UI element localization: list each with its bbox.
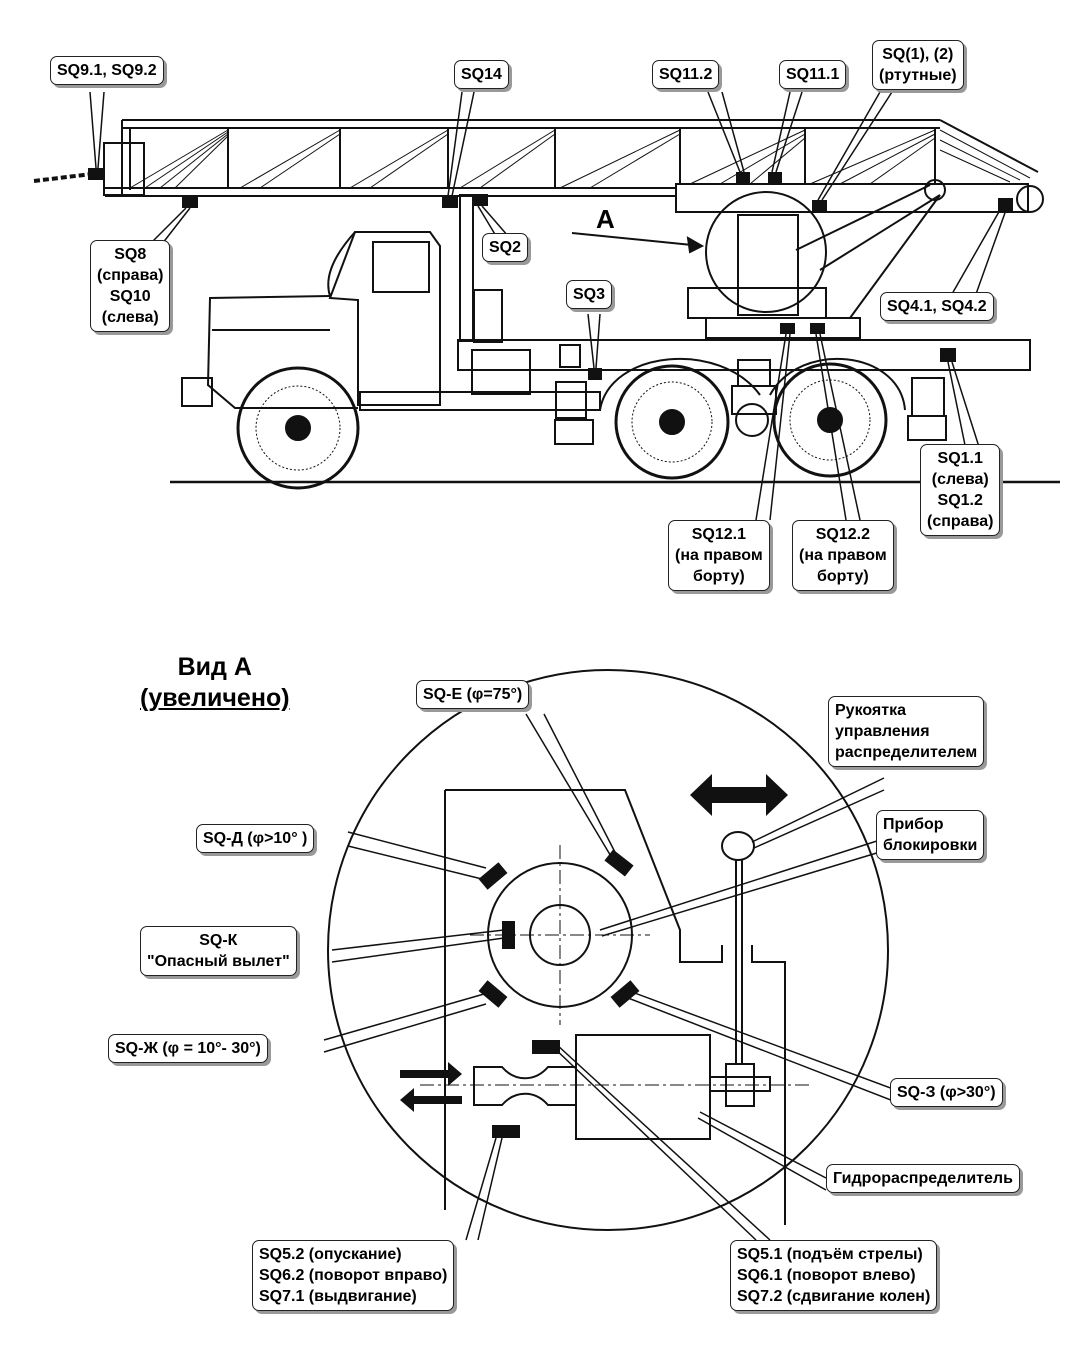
label-sq3: SQ3 [566, 280, 613, 309]
view-a-drawing [327, 669, 889, 1231]
label-sq-zh: SQ-Ж (φ = 10°- 30°) [108, 1034, 268, 1063]
label-sq8-sq10: SQ8(справа)SQ10(слева) [90, 240, 171, 332]
label-sq-mercury: SQ(1), (2)(ртутные) [872, 40, 964, 90]
view-a-title: Вид А(увеличено) [140, 653, 290, 712]
label-sq2: SQ2 [482, 233, 529, 262]
label-sq11-2: SQ11.2 [652, 60, 720, 89]
label-sq-z: SQ-З (φ>30°) [890, 1078, 1003, 1107]
label-sq-k: SQ-К"Опасный вылет" [140, 926, 297, 976]
label-sq-e: SQ-Е (φ=75°) [416, 680, 530, 709]
truck-callout-lines [89, 91, 1007, 521]
label-sq4: SQ4.1, SQ4.2 [880, 292, 994, 321]
label-sq5-2-group: SQ5.2 (опускание)SQ6.2 (поворот вправо)S… [252, 1240, 455, 1311]
label-sq14: SQ14 [454, 60, 509, 89]
label-sq11-1: SQ11.1 [779, 60, 847, 89]
label-sq9: SQ9.1, SQ9.2 [50, 56, 164, 85]
view-a-marker: А [596, 204, 615, 234]
label-sq5-1-group: SQ5.1 (подъём стрелы)SQ6.1 (поворот влев… [730, 1240, 938, 1311]
label-sq1: SQ1.1(слева)SQ1.2(справа) [920, 444, 1001, 536]
view-a-arrows [400, 774, 788, 1112]
label-sq-d: SQ-Д (φ>10° ) [196, 824, 315, 853]
view-a-callout-lines [323, 713, 897, 1241]
truck-sensors [88, 168, 1013, 380]
label-hydro-distributor: Гидрораспределитель [826, 1164, 1020, 1193]
